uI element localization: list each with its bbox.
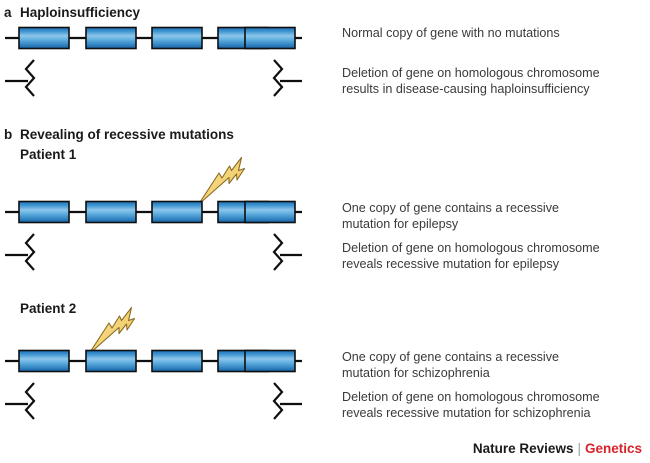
caption-a-normal: Normal copy of gene with no mutations: [342, 26, 560, 40]
caption-patient-1-deletion: Deletion of gene on homologous chromosom…: [342, 241, 600, 271]
chromosome-row-patient-1-deleted: [0, 232, 320, 278]
panel-letter-b: b: [4, 127, 13, 142]
mutation-marker-patient-2: [0, 305, 320, 357]
chromosome-row-a-deleted: [0, 58, 320, 104]
caption-a-deletion: Deletion of gene on homologous chromosom…: [342, 66, 600, 96]
chromosome-break-right-icon: [272, 382, 284, 420]
panel-title-a: Haploinsufficiency: [20, 5, 141, 20]
lightning-bolt-icon: [197, 156, 246, 206]
chromosome-break-right-icon: [272, 59, 284, 97]
chromosome-row-patient-2-intact: [0, 345, 320, 377]
chromosome-break-right-icon: [272, 233, 284, 271]
footer-journal-name: Nature Reviews: [472, 440, 574, 456]
caption-patient-1-mutation: One copy of gene contains a recessive mu…: [342, 201, 560, 231]
chromosome-row-patient-1-intact: [0, 196, 320, 228]
chromosome-row-a-intact: [0, 22, 320, 54]
gene-box-group: [18, 26, 269, 50]
chromosome-row-patient-2-deleted: [0, 381, 320, 427]
mutation-marker-patient-1: [0, 155, 320, 207]
caption-patient-2-deletion: Deletion of gene on homologous chromosom…: [342, 390, 600, 420]
footer-section-name: Genetics: [584, 440, 642, 456]
chromosome-break-left-icon: [24, 382, 36, 420]
chromosome-break-left-icon: [24, 233, 36, 271]
patient-1-label: Patient 1: [20, 147, 77, 162]
patient-2-label: Patient 2: [20, 301, 77, 316]
caption-patient-2-mutation: One copy of gene contains a recessive mu…: [342, 350, 560, 380]
figure-credit-footer: Nature Reviews|Genetics: [472, 440, 642, 456]
panel-letter-a: a: [4, 5, 12, 20]
footer-separator: |: [577, 440, 581, 456]
chromosome-break-left-icon: [24, 59, 36, 97]
lightning-bolt-icon: [87, 306, 136, 356]
panel-title-b: Revealing of recessive mutations: [20, 127, 234, 142]
